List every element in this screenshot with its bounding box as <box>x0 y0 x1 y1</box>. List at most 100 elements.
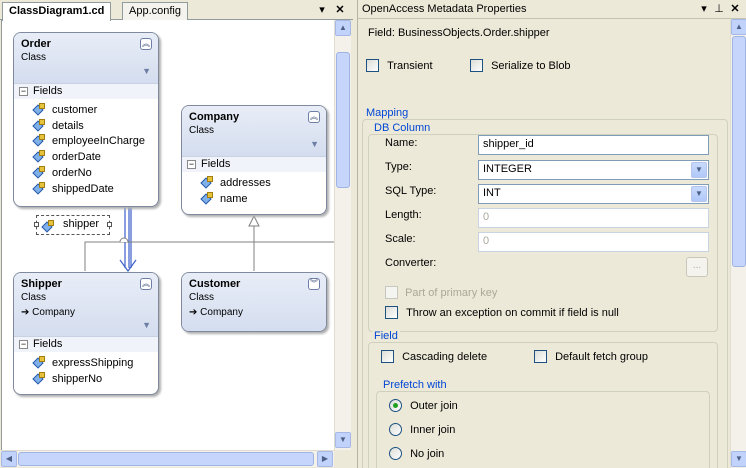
diagram-horizontal-scrollbar[interactable]: ◀ ▶ <box>1 450 334 467</box>
chevron-down-icon[interactable]: ▼ <box>691 186 707 202</box>
field-item[interactable]: employeeInCharge <box>32 134 145 149</box>
mapping-group-label: Mapping <box>364 107 411 119</box>
inherit-arrow-icon: ➔ <box>189 307 201 318</box>
collapse-section-icon[interactable]: − <box>19 86 28 96</box>
class-shape-order[interactable]: Order Class ︽ ▼ − Fields customer detail… <box>13 32 159 207</box>
diagram-canvas[interactable]: shipper Order Class ︽ ▼ − Fields custome… <box>1 20 334 450</box>
base-class-name: Company <box>32 307 75 318</box>
field-item[interactable]: orderDate <box>32 150 101 165</box>
collapse-section-icon[interactable]: − <box>187 159 196 169</box>
sql-type-label: SQL Type: <box>385 185 437 197</box>
field-item[interactable]: addresses <box>200 176 271 191</box>
fields-section-header[interactable]: − Fields <box>182 156 326 172</box>
field-item[interactable]: details <box>32 119 84 134</box>
type-select[interactable]: INTEGER ▼ <box>478 160 709 180</box>
scroll-thumb[interactable] <box>336 52 350 188</box>
checkbox-box[interactable] <box>366 59 379 72</box>
checkbox-box[interactable] <box>385 286 398 299</box>
selection-handle[interactable] <box>107 222 112 227</box>
properties-vertical-scrollbar[interactable]: ▲ ▼ <box>730 19 746 468</box>
field-name: addresses <box>220 177 271 189</box>
class-shape-customer[interactable]: Customer Class ➔ Company ︾ <box>181 272 327 332</box>
fields-section-label: Fields <box>33 338 63 350</box>
name-input[interactable]: shipper_id <box>478 135 709 155</box>
field-icon <box>32 119 46 132</box>
close-icon[interactable]: ✕ <box>335 4 345 16</box>
field-item[interactable]: customer <box>32 103 97 118</box>
type-label: Type: <box>385 161 412 173</box>
field-icon <box>32 182 46 195</box>
mapping-group <box>362 119 728 468</box>
scroll-thumb[interactable] <box>18 452 314 466</box>
field-item[interactable]: shippedDate <box>32 182 114 197</box>
field-item[interactable]: shipperNo <box>32 372 103 387</box>
checkbox-box[interactable] <box>470 59 483 72</box>
radio-button[interactable] <box>389 399 402 412</box>
scale-input[interactable]: 0 <box>478 232 709 252</box>
class-kind: Class <box>189 292 215 303</box>
throw-exception-checkbox[interactable]: Throw an exception on commit if field is… <box>385 306 619 319</box>
class-kind: Class <box>21 292 47 303</box>
scroll-down-icon[interactable]: ▼ <box>335 432 351 448</box>
chevron-down-icon[interactable]: ▾ <box>319 4 325 16</box>
field-icon <box>32 356 46 369</box>
collapse-icon[interactable]: ︽ <box>308 111 320 123</box>
association-label-shipper[interactable]: shipper <box>34 215 112 235</box>
checkbox-box[interactable] <box>381 350 394 363</box>
collapse-section-icon[interactable]: − <box>19 339 28 349</box>
checkbox-label: Default fetch group <box>555 351 649 363</box>
tab-app-config[interactable]: App.config <box>122 2 188 20</box>
field-item[interactable]: name <box>200 192 248 207</box>
tab-classdiagram1[interactable]: ClassDiagram1.cd <box>2 2 112 21</box>
scroll-thumb[interactable] <box>732 36 746 267</box>
field-name: expressShipping <box>52 357 134 369</box>
sql-type-select[interactable]: INT ▼ <box>478 184 709 204</box>
checkbox-box[interactable] <box>385 306 398 319</box>
converter-label: Converter: <box>385 257 437 269</box>
field-item[interactable]: orderNo <box>32 166 92 181</box>
document-tab-strip: ClassDiagram1.cd App.config ▾ ✕ <box>0 0 353 21</box>
pin-icon[interactable]: ⊥ <box>714 3 724 15</box>
part-of-primary-key-checkbox[interactable]: Part of primary key <box>385 286 497 299</box>
cascading-delete-checkbox[interactable]: Cascading delete <box>381 350 487 363</box>
field-icon <box>32 150 46 163</box>
serialize-to-blob-checkbox[interactable]: Serialize to Blob <box>470 59 571 72</box>
radio-button[interactable] <box>389 447 402 460</box>
field-item[interactable]: expressShipping <box>32 356 134 371</box>
close-icon[interactable]: ✕ <box>730 3 740 15</box>
chevron-down-icon[interactable]: ▾ <box>701 3 707 15</box>
field-name: details <box>52 120 84 132</box>
scroll-down-icon[interactable]: ▼ <box>731 451 746 467</box>
expand-icon[interactable]: ︾ <box>308 278 320 290</box>
class-diagram-pane: ClassDiagram1.cd App.config ▾ ✕ shipper <box>0 0 353 468</box>
default-fetch-group-checkbox[interactable]: Default fetch group <box>534 350 648 363</box>
field-name: orderDate <box>52 151 101 163</box>
scroll-up-icon[interactable]: ▲ <box>731 19 746 35</box>
class-shape-shipper[interactable]: Shipper Class ➔ Company ︽ ▼ − Fields exp… <box>13 272 159 395</box>
fields-section-header[interactable]: − Fields <box>14 83 158 99</box>
scroll-right-icon[interactable]: ▶ <box>317 451 333 467</box>
transient-checkbox[interactable]: Transient <box>366 59 433 72</box>
converter-browse-button[interactable]: ... <box>686 257 708 277</box>
checkbox-box[interactable] <box>534 350 547 363</box>
fields-section-header[interactable]: − Fields <box>14 336 158 352</box>
selection-handle[interactable] <box>34 222 39 227</box>
prefetch-outer-join-radio[interactable]: Outer join <box>389 399 458 412</box>
scale-label: Scale: <box>385 233 416 245</box>
class-shape-company[interactable]: Company Class ︽ ▼ − Fields addresses nam… <box>181 105 327 215</box>
collapse-icon[interactable]: ︽ <box>140 38 152 50</box>
diagram-vertical-scrollbar[interactable]: ▲ ▼ <box>334 20 351 450</box>
chevron-down-icon[interactable]: ▼ <box>691 162 707 178</box>
length-input[interactable]: 0 <box>478 208 709 228</box>
scroll-up-icon[interactable]: ▲ <box>335 20 351 36</box>
scroll-left-icon[interactable]: ◀ <box>1 451 17 467</box>
collapse-icon[interactable]: ︽ <box>140 278 152 290</box>
checkbox-label: Transient <box>387 60 433 72</box>
field-name: shipperNo <box>52 373 103 385</box>
prefetch-no-join-radio[interactable]: No join <box>389 447 444 460</box>
radio-button[interactable] <box>389 423 402 436</box>
filter-icon: ▼ <box>310 139 319 149</box>
properties-body: Field: BusinessObjects.Order.shipper Tra… <box>358 19 731 468</box>
prefetch-inner-join-radio[interactable]: Inner join <box>389 423 455 436</box>
class-kind: Class <box>21 52 47 63</box>
